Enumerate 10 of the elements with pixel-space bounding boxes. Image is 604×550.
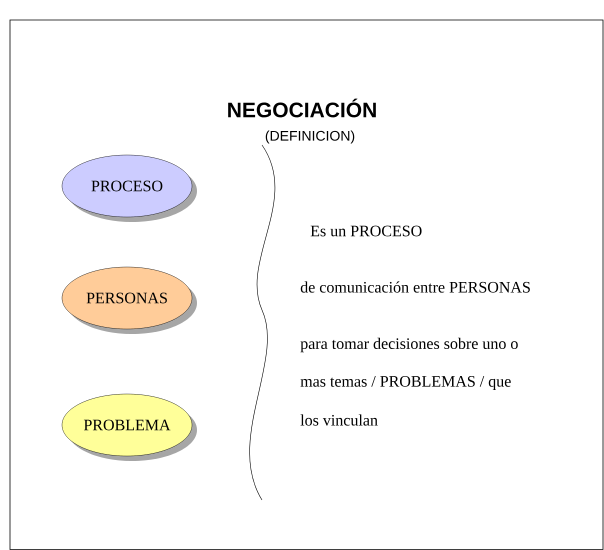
text-line: para tomar decisiones sobre uno o [300,338,518,352]
text-line: Es un PROCESO [310,226,422,236]
ellipse-node: PROCESO [62,154,197,222]
text-line: de comunicación entre PERSONAS [300,281,530,293]
title: NEGOCIACIÓN [228,98,376,118]
text-line: los vinculan [300,414,378,426]
ellipse-node: PERSONAS [62,266,197,334]
subtitle: (DEFINICION) [266,130,354,144]
text-line: mas temas / PROBLEMAS / que [300,376,511,390]
ellipse-node: PROBLEMA [62,394,197,461]
